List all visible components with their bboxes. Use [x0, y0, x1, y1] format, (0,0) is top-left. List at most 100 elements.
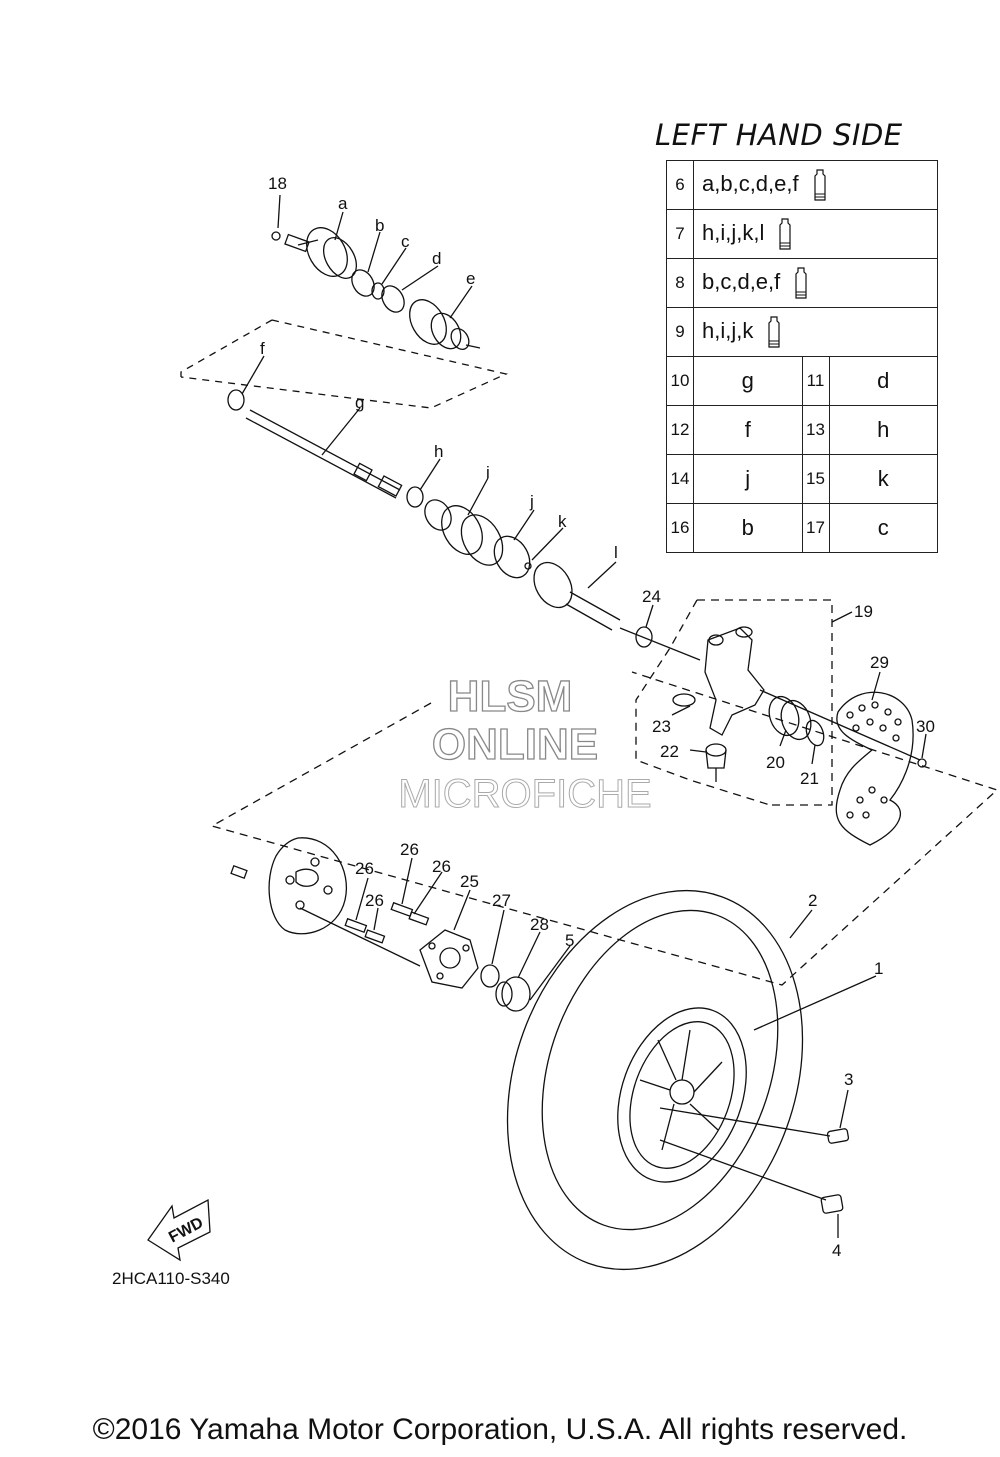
callout-5: 5: [565, 931, 574, 950]
copyright-notice: ©2016 Yamaha Motor Corporation, U.S.A. A…: [92, 1413, 908, 1446]
valve-cap-3-part: [826, 1128, 850, 1144]
callout-a: a: [338, 194, 348, 213]
callout-h: h: [434, 442, 443, 461]
row-number: 12: [666, 405, 694, 455]
shaft-group-outline: [180, 319, 273, 377]
row-number: 13: [801, 405, 830, 455]
circlip-b-part: [351, 269, 375, 297]
row-number: 7: [666, 209, 694, 259]
inner-cv-joint-l-part: [533, 561, 621, 631]
callout-25: 25: [460, 872, 479, 891]
row-value: k: [828, 454, 938, 504]
table-row: 6 a,b,c,d,e,f: [666, 160, 938, 210]
callout-27: 27: [492, 891, 511, 910]
boot-i-part: [424, 499, 504, 566]
callout-e: e: [466, 269, 475, 288]
bearing-20-part: [768, 695, 812, 741]
outer-cv-joint-part: [284, 227, 358, 279]
callout-21: 21: [800, 769, 819, 788]
brake-disc-front-part: [268, 837, 347, 935]
row-number: 9: [666, 307, 694, 357]
callout-26-d: 26: [365, 891, 384, 910]
fwd-label: FWD: [166, 1214, 206, 1246]
hub-group-outline: [210, 671, 999, 986]
callout-b: b: [375, 216, 384, 235]
row-parts: a,b,c,d,e,f: [693, 160, 938, 210]
row-number: 14: [666, 454, 694, 504]
table-row: 10 g 11 d: [666, 356, 938, 406]
row-value: f: [693, 405, 803, 455]
callout-29: 29: [870, 653, 889, 672]
grease-tube-icon: [795, 267, 808, 299]
row-value: b: [693, 503, 803, 553]
fwd-arrow: [147, 1198, 211, 1262]
callout-28: 28: [530, 915, 549, 934]
band-j-part: [493, 535, 531, 579]
steering-knuckle-part: [704, 626, 765, 736]
row-parts: h,i,j,k,l: [693, 209, 938, 259]
callout-26-a: 26: [355, 859, 374, 878]
callout-2: 2: [808, 891, 817, 910]
callout-c: c: [401, 232, 410, 251]
row-number: 11: [801, 356, 830, 406]
ball-joint-22-part: [705, 743, 727, 782]
wheel-hub-25-part: [419, 929, 479, 989]
grease-tube-icon: [814, 169, 826, 201]
watermark-line-2: ONLINE: [431, 719, 599, 769]
row-number: 8: [666, 258, 694, 308]
callout-18: 18: [268, 174, 287, 193]
watermark-line-1: HLSM: [447, 671, 573, 721]
row-parts: b,c,d,e,f: [693, 258, 938, 308]
callout-20: 20: [766, 753, 785, 772]
table-title: LEFT HAND SIDE: [655, 118, 903, 152]
circlip-23-part: [672, 693, 696, 707]
callout-19: 19: [854, 602, 873, 621]
lubricant-key-table: 6 a,b,c,d,e,f 7 h,i,j,k,l 8 b,c,d,e,f: [666, 160, 938, 553]
bolt-30-part: [917, 758, 927, 768]
callout-22: 22: [660, 742, 679, 761]
grease-tube-icon: [779, 218, 792, 250]
table-row: 14 j 15 k: [666, 454, 938, 504]
band-d-part: [381, 285, 405, 313]
row-value: j: [693, 454, 803, 504]
row-number: 6: [666, 160, 694, 210]
diagram-code: 2HCA110-S340: [112, 1269, 230, 1288]
callout-k: k: [558, 512, 567, 531]
row-value: h: [828, 405, 938, 455]
callout-24: 24: [642, 587, 661, 606]
clamp-h-part: [406, 486, 424, 508]
row-parts: h,i,j,k: [693, 307, 938, 357]
circlip-21-part: [805, 719, 825, 747]
row-number: 15: [801, 454, 830, 504]
callout-30: 30: [916, 717, 935, 736]
clamp-c-part: [371, 282, 385, 300]
row-number: 10: [666, 356, 694, 406]
callout-j: j: [529, 492, 534, 511]
table-row: 12 f 13 h: [666, 405, 938, 455]
table-row: 16 b 17 c: [666, 503, 938, 553]
tire-2-part: [506, 889, 804, 1271]
row-value: g: [693, 356, 803, 406]
watermark-line-3: MICROFICHE: [398, 772, 652, 817]
grease-tube-icon: [768, 316, 781, 348]
row-parts-text: b,c,d,e,f: [702, 268, 781, 294]
studs-26-part: [344, 901, 430, 944]
callout-l: l: [614, 543, 618, 562]
lug-nut-4-part: [820, 1194, 844, 1214]
circlip-18-part: [271, 231, 281, 241]
row-parts-text: h,i,j,k: [702, 317, 754, 343]
oil-seal-24-part: [635, 626, 653, 648]
brake-disc-29-part: [835, 691, 914, 846]
bolt-front-part: [230, 865, 248, 879]
callout-26-b: 26: [400, 840, 419, 859]
callout-3: 3: [844, 1070, 853, 1089]
circlip-k-part: [524, 562, 532, 570]
table-row: 9 h,i,j,k: [666, 307, 938, 357]
callout-i: i: [486, 463, 490, 482]
row-value: d: [828, 356, 938, 406]
row-number: 17: [801, 503, 830, 553]
row-parts-text: a,b,c,d,e,f: [702, 170, 799, 196]
row-value: c: [828, 503, 938, 553]
boot-e-part: [409, 299, 481, 350]
